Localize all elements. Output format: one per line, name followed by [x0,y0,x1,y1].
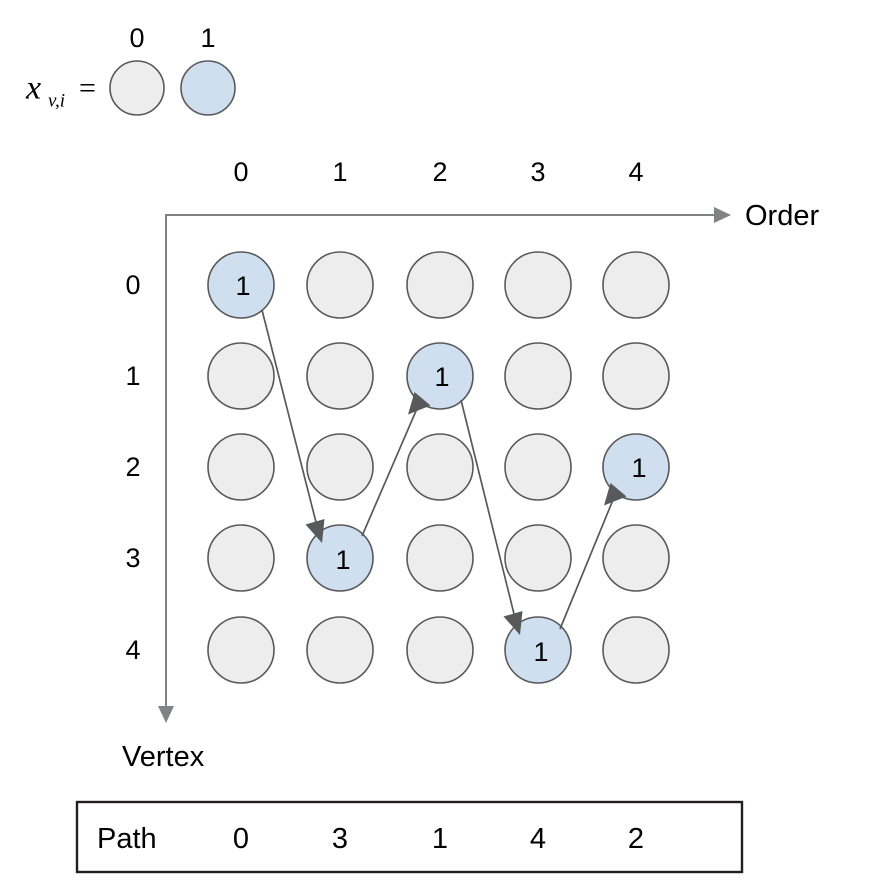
grid-row-2: 1 [207,433,670,501]
cell-v2-o3[interactable] [504,433,572,501]
path-arrow-1-to-2 [361,392,431,537]
path-table: Path 0 3 1 4 2 [75,800,744,874]
cell-v0-o2[interactable] [406,251,474,319]
cell-v3-o1-value: 1 [335,545,350,575]
cell-v2-o4-value: 1 [631,453,646,483]
cell-v1-o1[interactable] [306,342,374,410]
order-tick-0: 0 [233,157,248,187]
cell-v1-o4[interactable] [602,342,670,410]
cell-v4-o2[interactable] [406,616,474,684]
legend: x v,i = 0 1 [25,23,236,116]
cell-v0-o4[interactable] [602,251,670,319]
vertex-tick-3: 3 [125,543,140,573]
cell-v0-o3[interactable] [504,251,572,319]
cell-v4-o4[interactable] [602,616,670,684]
order-axis-arrowhead [714,207,731,223]
vertex-tick-2: 2 [125,452,140,482]
path-table-value-1: 3 [332,823,348,855]
legend-swatch-one [180,60,236,116]
cell-v1-o2-value: 1 [434,362,449,392]
order-tick-3: 3 [530,157,545,187]
cell-v4-o3[interactable] [504,616,572,684]
order-tick-1: 1 [332,157,347,187]
cell-v2-o1[interactable] [306,433,374,501]
cell-v2-o4[interactable] [602,433,670,501]
path-arrow-0-to-1-line [261,309,319,531]
cell-v2-o0[interactable] [207,433,275,501]
cell-v3-o3[interactable] [504,524,572,592]
cell-v0-o0-value: 1 [235,271,250,301]
cell-v4-o3-value: 1 [533,637,548,667]
path-arrow-0-to-1-head [305,519,325,543]
path-table-row-label: Path [97,823,157,855]
path-table-value-2: 1 [432,823,448,855]
cell-v3-o1[interactable] [306,524,374,592]
vertex-axis: Vertex [122,215,205,773]
cell-v0-o0[interactable] [207,251,275,319]
cell-v2-o2[interactable] [406,433,474,501]
path-table-value-4: 2 [628,823,644,855]
cell-v0-o1[interactable] [306,251,374,319]
vertex-axis-arrowhead [158,706,174,723]
cell-v1-o2[interactable] [406,342,474,410]
path-arrow-3-to-4-line [559,494,616,630]
cell-v4-o0[interactable] [207,616,275,684]
legend-equals-sign: = [79,72,96,105]
path-table-value-3: 4 [530,823,546,855]
legend-label-zero: 0 [129,23,144,53]
path-arrows [261,309,627,635]
path-arrow-1-to-2-line [361,403,420,537]
legend-swatch-zero [109,60,165,116]
cell-grid: 1 1 1 [207,251,670,684]
vertex-tick-labels: 0 1 2 3 4 [125,270,140,665]
vertex-tick-0: 0 [125,270,140,300]
legend-label-one: 1 [200,23,215,53]
grid-row-3: 1 [207,524,670,592]
vertex-tick-1: 1 [125,361,140,391]
order-tick-4: 4 [628,157,643,187]
path-arrow-3-to-4 [559,483,627,630]
path-arrow-1-to-2-head [408,392,431,415]
cell-v3-o2[interactable] [406,524,474,592]
path-table-value-0: 0 [233,823,249,855]
order-axis-title: Order [745,200,819,232]
path-arrow-2-to-3-line [460,399,517,623]
order-tick-2: 2 [432,157,447,187]
path-table-border [75,800,744,874]
legend-variable-subscript: v,i [48,91,65,112]
path-arrow-3-to-4-head [604,483,627,506]
grid-row-0: 1 [207,251,670,319]
vertex-tick-4: 4 [125,635,140,665]
cell-v3-o4[interactable] [602,524,670,592]
order-axis: Order [165,200,819,232]
legend-variable-symbol: x [25,70,41,107]
path-arrow-2-to-3 [460,399,523,635]
path-arrow-2-to-3-head [503,611,523,635]
grid-row-4: 1 [207,616,670,684]
cell-v1-o3[interactable] [504,342,572,410]
grid-row-1: 1 [207,342,670,410]
path-arrow-0-to-1 [261,309,325,543]
order-tick-labels: 0 1 2 3 4 [233,157,643,187]
cell-v4-o1[interactable] [306,616,374,684]
cell-v1-o0[interactable] [207,342,275,410]
vertex-axis-title: Vertex [122,741,205,773]
cell-v3-o0[interactable] [207,524,275,592]
